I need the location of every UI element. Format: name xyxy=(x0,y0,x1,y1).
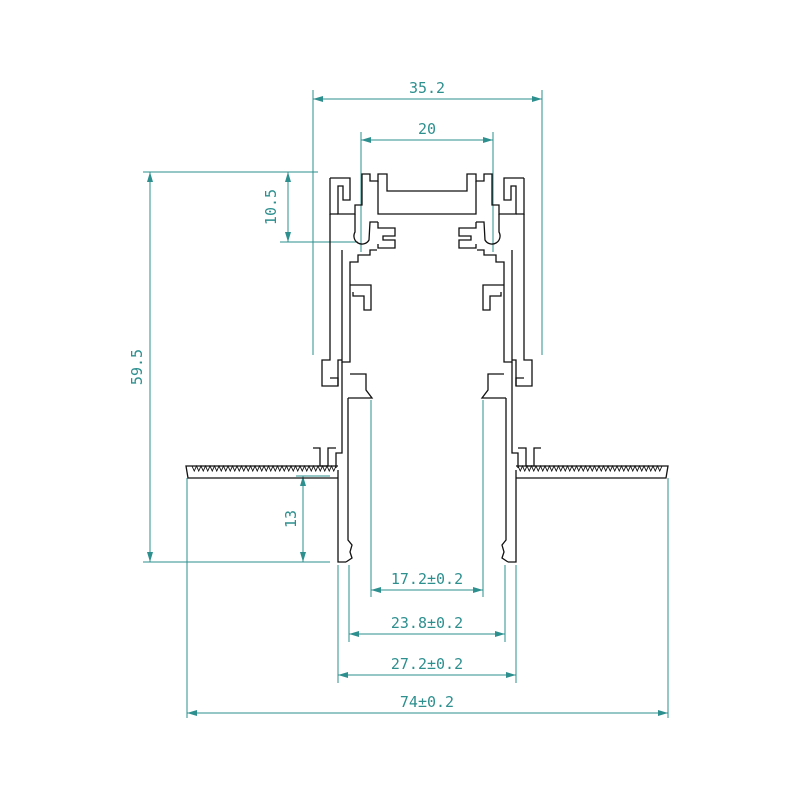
profile-outline xyxy=(185,173,669,563)
dim-total-height xyxy=(143,171,330,563)
label-flange-total: 74±0.2 xyxy=(400,693,454,711)
dimension-lines xyxy=(143,90,669,718)
dim-top-height xyxy=(280,171,358,243)
label-top-height: 10.5 xyxy=(262,189,280,225)
dim-flange-depth xyxy=(296,475,330,562)
label-top-inner: 20 xyxy=(418,120,436,138)
label-top-outer: 35.2 xyxy=(409,79,445,97)
label-total-height: 59.5 xyxy=(128,349,146,385)
flange-serrations xyxy=(191,464,663,473)
dim-top-outer xyxy=(312,90,543,355)
serration-teeth xyxy=(517,464,663,473)
label-slot-mid: 23.8±0.2 xyxy=(391,614,463,632)
profile-left-half xyxy=(185,173,427,563)
label-slot-outer: 27.2±0.2 xyxy=(391,655,463,673)
dim-slot-outer xyxy=(337,565,517,683)
dimension-labels: 35.2 20 10.5 59.5 13 17.2±0.2 23.8±0.2 2… xyxy=(128,79,463,711)
dim-slot-mid xyxy=(348,565,506,642)
serration-teeth xyxy=(191,464,337,473)
dim-slot-inner xyxy=(370,400,484,597)
dim-flange-total xyxy=(186,478,669,718)
dim-top-inner xyxy=(360,132,494,252)
label-flange-depth: 13 xyxy=(282,510,300,528)
label-slot-inner: 17.2±0.2 xyxy=(391,570,463,588)
profile-right-half xyxy=(427,173,669,563)
